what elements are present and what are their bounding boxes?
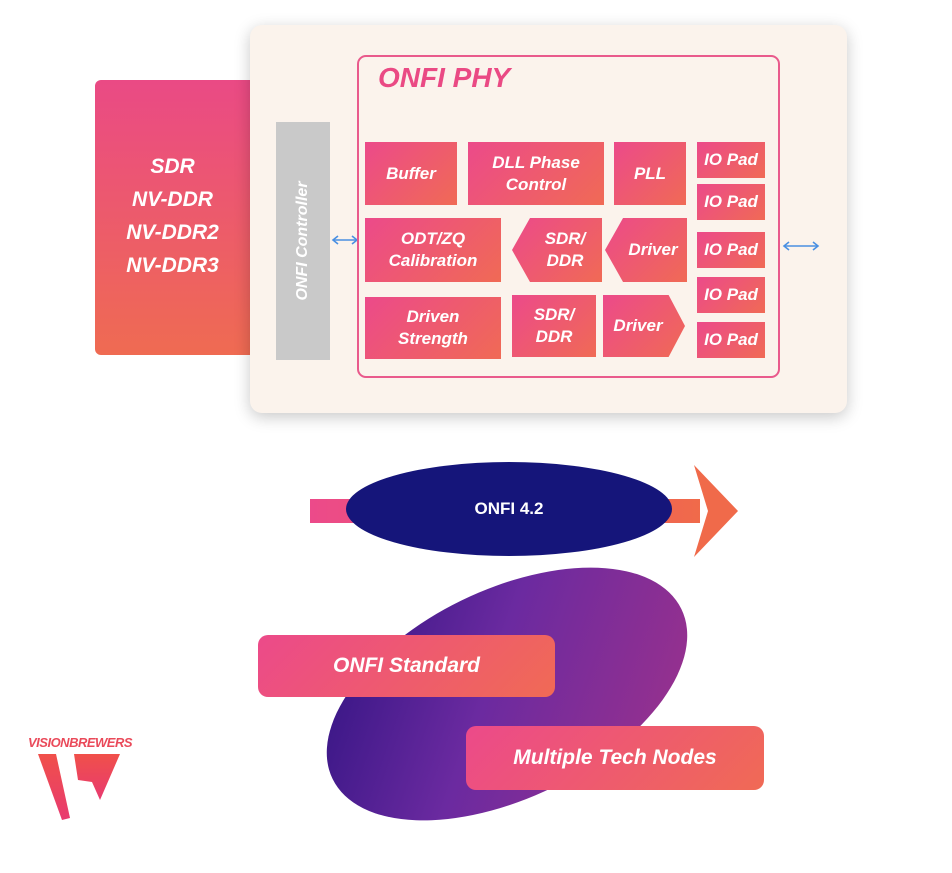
sdr-ddr-rx-block: SDR/ DDR <box>512 218 602 282</box>
io-pad-4: IO Pad <box>697 277 765 313</box>
sdr-ddr-tx-line-2: DDR <box>535 327 573 346</box>
controller-label: ONFI Controller <box>294 181 311 301</box>
buffer-block: Buffer <box>365 142 457 205</box>
double-arrow-icon <box>782 240 820 252</box>
io-pad-1: IO Pad <box>697 142 765 178</box>
driven-strength-block: Driven Strength <box>365 297 501 359</box>
dll-phase-control-block: DLL Phase Control <box>468 142 604 205</box>
driven-line-1: Driven <box>406 307 460 326</box>
modes-panel <box>95 80 270 355</box>
onfi-controller-block: ONFI Controller <box>276 122 330 360</box>
mode-item: NV-DDR3 <box>126 254 219 277</box>
odt-zq-calibration-block: ODT/ZQ Calibration <box>365 218 501 282</box>
onfi-version-oval: ONFI 4.2 <box>346 462 672 556</box>
sdr-ddr-tx-block: SDR/ DDR <box>512 295 596 357</box>
driven-line-2: Strength <box>398 329 468 348</box>
double-arrow-icon <box>331 234 359 246</box>
onfi-phy-box <box>357 55 780 378</box>
io-pad-2: IO Pad <box>697 184 765 220</box>
odt-line-1: ODT/ZQ <box>400 229 466 248</box>
driver-tx-block: Driver <box>603 295 685 357</box>
mode-item: NV-DDR <box>132 188 213 211</box>
sdr-ddr-rx-line-1: SDR/ <box>544 229 586 248</box>
dll-line-2: Control <box>505 174 567 194</box>
phy-title: ONFI PHY <box>378 62 511 93</box>
mode-item: NV-DDR2 <box>126 221 219 244</box>
pll-block: PLL <box>614 142 686 205</box>
visionbrewers-logo-icon <box>38 752 120 827</box>
sdr-ddr-rx-line-2: DDR <box>546 251 584 270</box>
driver-rx-block: Driver <box>605 218 687 282</box>
logo-text: VISIONBREWERS <box>28 735 133 750</box>
multiple-tech-nodes-pill: Multiple Tech Nodes <box>466 726 764 790</box>
modes-list: SDR NV-DDR NV-DDR2 NV-DDR3 <box>95 150 250 282</box>
io-pad-3: IO Pad <box>697 232 765 268</box>
sdr-ddr-tx-line-1: SDR/ <box>533 305 575 324</box>
io-pad-5: IO Pad <box>697 322 765 358</box>
mode-item: SDR <box>150 155 195 178</box>
dll-line-1: DLL Phase <box>492 152 580 172</box>
onfi-standard-pill: ONFI Standard <box>258 635 555 697</box>
odt-line-2: Calibration <box>388 251 478 270</box>
